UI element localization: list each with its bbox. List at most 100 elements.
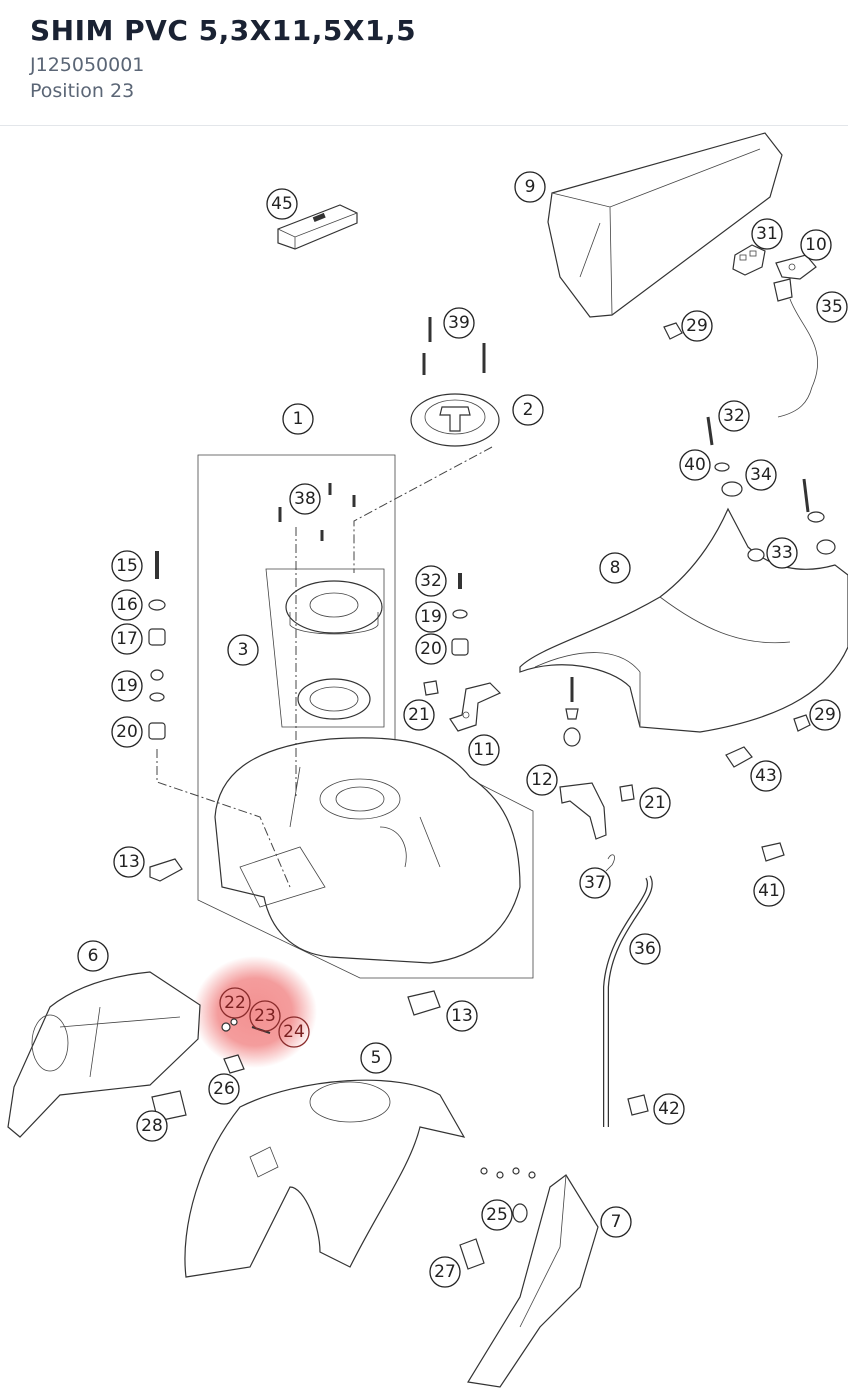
callout-20a[interactable]: 20 xyxy=(415,633,447,665)
parts-25-27-bushings xyxy=(459,1167,536,1270)
callout-circle xyxy=(600,1206,632,1238)
callout-label: 24 xyxy=(283,1022,305,1042)
callout-circle xyxy=(653,1093,685,1125)
callout-8[interactable]: 8 xyxy=(599,552,631,584)
part-title: SHIM PVC 5,3X11,5X1,5 xyxy=(30,14,417,47)
callout-41[interactable]: 41 xyxy=(753,875,785,907)
callout-43[interactable]: 43 xyxy=(750,760,782,792)
callout-label: 32 xyxy=(723,406,745,426)
callout-34[interactable]: 34 xyxy=(745,459,777,491)
position-label: Position 23 xyxy=(30,80,135,102)
callout-5[interactable]: 5 xyxy=(360,1042,392,1074)
callout-label: 22 xyxy=(224,993,246,1013)
callout-circle xyxy=(809,699,841,731)
callout-circle xyxy=(111,550,143,582)
callout-circle xyxy=(599,552,631,584)
callout-circle xyxy=(289,483,321,515)
callout-label: 38 xyxy=(294,489,316,509)
callout-circle xyxy=(111,716,143,748)
callout-31[interactable]: 31 xyxy=(751,218,783,250)
callout-23[interactable]: 23 xyxy=(249,1000,281,1032)
callout-17[interactable]: 17 xyxy=(111,623,143,655)
callout-circle xyxy=(111,589,143,621)
callout-45[interactable]: 45 xyxy=(266,188,298,220)
callout-circle xyxy=(629,933,661,965)
part-8-seat xyxy=(519,507,848,733)
callout-16[interactable]: 16 xyxy=(111,589,143,621)
callout-21a[interactable]: 21 xyxy=(403,699,435,731)
callout-circle xyxy=(278,1016,310,1048)
callout-circle xyxy=(766,537,798,569)
part-21a-grommet xyxy=(423,680,439,696)
callout-19a[interactable]: 19 xyxy=(415,601,447,633)
callout-32a[interactable]: 32 xyxy=(718,400,750,432)
callout-13a[interactable]: 13 xyxy=(113,846,145,878)
callout-6[interactable]: 6 xyxy=(77,940,109,972)
callout-label: 37 xyxy=(584,873,606,893)
callout-7[interactable]: 7 xyxy=(600,1206,632,1238)
part-13b-bracket xyxy=(407,990,441,1016)
part-43-clip xyxy=(725,746,753,768)
callout-11[interactable]: 11 xyxy=(468,734,500,766)
fuel-tank-body xyxy=(214,737,521,964)
callout-37[interactable]: 37 xyxy=(579,867,611,899)
callout-label: 12 xyxy=(531,770,553,790)
callout-24[interactable]: 24 xyxy=(278,1016,310,1048)
callout-circle xyxy=(512,394,544,426)
callout-25[interactable]: 25 xyxy=(481,1199,513,1231)
callout-circle xyxy=(111,623,143,655)
part-7-side-panel-right xyxy=(467,1174,599,1388)
callout-36[interactable]: 36 xyxy=(629,933,661,965)
part-number: J125050001 xyxy=(30,54,145,76)
callout-32b[interactable]: 32 xyxy=(415,565,447,597)
callout-26[interactable]: 26 xyxy=(208,1073,240,1105)
callout-circle xyxy=(415,601,447,633)
callout-circle xyxy=(227,634,259,666)
callout-label: 42 xyxy=(658,1099,680,1119)
callout-label: 19 xyxy=(116,676,138,696)
callout-circle xyxy=(681,310,713,342)
callout-label: 13 xyxy=(451,1006,473,1026)
callout-circle xyxy=(360,1042,392,1074)
part-29b-buffer xyxy=(793,714,811,732)
part-45-card xyxy=(277,204,358,250)
callout-12[interactable]: 12 xyxy=(526,764,558,796)
callout-circle xyxy=(800,229,832,261)
callout-22[interactable]: 22 xyxy=(219,987,251,1019)
callout-13b[interactable]: 13 xyxy=(446,1000,478,1032)
callout-15[interactable]: 15 xyxy=(111,550,143,582)
callout-label: 13 xyxy=(118,852,140,872)
callout-29a[interactable]: 29 xyxy=(681,310,713,342)
callout-2[interactable]: 2 xyxy=(512,394,544,426)
callout-38[interactable]: 38 xyxy=(289,483,321,515)
callout-label: 5 xyxy=(371,1048,382,1068)
callout-9[interactable]: 9 xyxy=(514,171,546,203)
callout-1[interactable]: 1 xyxy=(282,403,314,435)
callout-10[interactable]: 10 xyxy=(800,229,832,261)
part-1-tank-assembly-frame xyxy=(197,454,534,979)
part-38-screws xyxy=(278,483,356,541)
callout-42[interactable]: 42 xyxy=(653,1093,685,1125)
callout-40[interactable]: 40 xyxy=(679,449,711,481)
callout-label: 7 xyxy=(611,1212,622,1232)
part-37-clip xyxy=(605,854,615,872)
callout-39[interactable]: 39 xyxy=(443,307,475,339)
left-fastener-stack xyxy=(148,551,166,740)
callout-29b[interactable]: 29 xyxy=(809,699,841,731)
callout-21b[interactable]: 21 xyxy=(639,787,671,819)
part-39-screws xyxy=(422,317,486,375)
callout-33[interactable]: 33 xyxy=(766,537,798,569)
callout-label: 23 xyxy=(254,1006,276,1026)
callout-28[interactable]: 28 xyxy=(136,1110,168,1142)
callout-20b[interactable]: 20 xyxy=(111,716,143,748)
callout-3[interactable]: 3 xyxy=(227,634,259,666)
part-2-fuel-cap xyxy=(410,393,500,447)
callout-19b[interactable]: 19 xyxy=(111,670,143,702)
callout-circle xyxy=(415,633,447,665)
middle-fastener-stack xyxy=(451,573,469,656)
callout-label: 8 xyxy=(610,558,621,578)
callout-circle xyxy=(282,403,314,435)
callout-35[interactable]: 35 xyxy=(816,291,848,323)
callout-27[interactable]: 27 xyxy=(429,1256,461,1288)
parts-32-40-34-33-mount xyxy=(706,416,836,562)
